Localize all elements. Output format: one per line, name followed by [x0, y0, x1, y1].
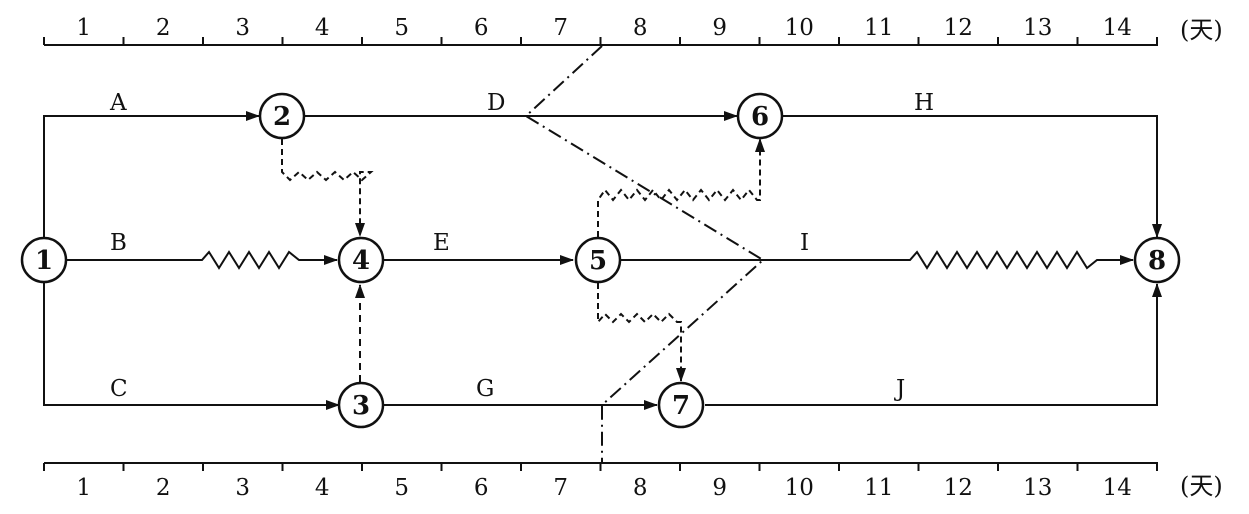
- bottom-scale-tick-label: 13: [1023, 475, 1052, 501]
- node-1-label: 1: [35, 246, 53, 276]
- node-6: 6: [736, 92, 784, 140]
- bottom-scale-tick-label: 5: [394, 475, 409, 501]
- dummy-2-4-arrow: [281, 139, 374, 237]
- activity-b-arrow: [66, 250, 338, 270]
- bottom-scale-tick-label: 7: [553, 475, 568, 501]
- bottom-scale-tick-label: 10: [785, 475, 814, 501]
- top-scale-tick-label: 10: [785, 15, 814, 41]
- node-3: 3: [337, 381, 385, 429]
- top-scale-tick-label: 1: [76, 15, 91, 41]
- node-8-label: 8: [1148, 246, 1166, 276]
- dummy-5-7-arrow: [597, 283, 686, 382]
- bottom-scale-tick-label: 1: [76, 475, 91, 501]
- activity-b-label: B: [110, 230, 127, 256]
- activity-a-arrow: [43, 111, 260, 238]
- bottom-scale-ticks: [43, 463, 1158, 471]
- node-4-label: 4: [352, 246, 370, 276]
- node-5: 5: [574, 236, 622, 284]
- node-2-circle: [258, 92, 306, 140]
- top-scale-tick-label: 3: [235, 15, 250, 41]
- bottom-scale-tick-label: 11: [864, 475, 893, 501]
- node-1-circle: [20, 236, 68, 284]
- bottom-scale-tick-label: 12: [944, 475, 973, 501]
- check-front-line: [524, 45, 765, 463]
- top-scale-tick-label: 4: [315, 15, 330, 41]
- activity-d-label: D: [487, 90, 505, 116]
- node-3-label: 3: [352, 391, 370, 421]
- top-unit-label: (天): [1180, 16, 1223, 44]
- node-7-label: 7: [672, 391, 690, 421]
- activity-j-arrow: [705, 283, 1162, 406]
- activity-e-label: E: [433, 230, 450, 256]
- activity-h-arrow: [783, 115, 1162, 238]
- node-6-circle: [736, 92, 784, 140]
- node-7-circle: [657, 381, 705, 429]
- node-8: 8: [1133, 236, 1181, 284]
- node-4-circle: [337, 236, 385, 284]
- node-2-label: 2: [273, 102, 291, 132]
- activity-c-label: C: [110, 376, 128, 402]
- bottom-scale-tick-label: 14: [1103, 475, 1132, 501]
- top-scale-tick-label: 6: [474, 15, 489, 41]
- node-8-circle: [1133, 236, 1181, 284]
- bottom-scale-tick-label: 9: [712, 475, 727, 501]
- node-1: 1: [20, 236, 68, 284]
- top-scale-tick-label: 5: [394, 15, 409, 41]
- top-scale-tick-label: 14: [1103, 15, 1132, 41]
- bottom-scale-tick-label: 2: [156, 475, 171, 501]
- top-scale-tick-label: 8: [633, 15, 648, 41]
- bottom-scale-tick-label: 4: [315, 475, 330, 501]
- bottom-scale-tick-label: 6: [474, 475, 489, 501]
- activity-g-label: G: [476, 376, 494, 402]
- node-2: 2: [258, 92, 306, 140]
- top-scale-tick-label: 12: [944, 15, 973, 41]
- top-scale-tick-label: 9: [712, 15, 727, 41]
- node-3-circle: [337, 381, 385, 429]
- bottom-scale-tick-label: 8: [633, 475, 648, 501]
- activity-i-arrow: [621, 250, 1134, 270]
- top-scale-ticks: [43, 37, 1158, 45]
- bottom-scale-tick-label: 3: [235, 475, 250, 501]
- bottom-unit-label: (天): [1180, 472, 1223, 500]
- top-scale-tick-label: 13: [1023, 15, 1052, 41]
- node-6-label: 6: [751, 102, 769, 132]
- dummy-5-6-arrow: [597, 138, 765, 237]
- activity-h-label: H: [914, 90, 934, 116]
- node-7: 7: [657, 381, 705, 429]
- node-5-label: 5: [589, 246, 607, 276]
- top-scale-tick-label: 7: [553, 15, 568, 41]
- activity-c-arrow: [43, 282, 340, 410]
- top-scale-tick-label: 11: [864, 15, 893, 41]
- top-scale-tick-label: 2: [156, 15, 171, 41]
- node-4: 4: [337, 236, 385, 284]
- activity-j-label: J: [894, 376, 905, 402]
- activity-a-label: A: [109, 90, 127, 116]
- activity-i-label: I: [800, 230, 809, 256]
- node-5-circle: [574, 236, 622, 284]
